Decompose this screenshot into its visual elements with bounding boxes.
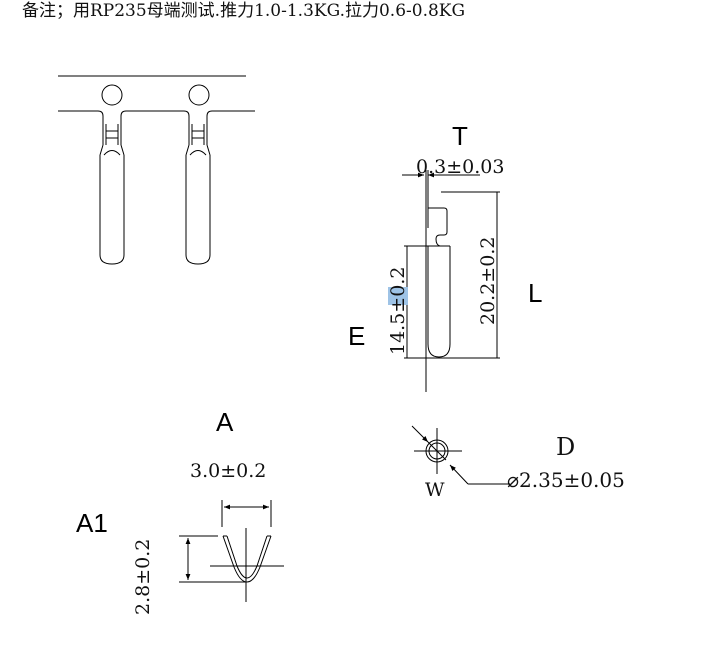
- strip-view: [58, 75, 255, 265]
- a-label: A: [216, 407, 234, 437]
- w-label: W: [425, 479, 445, 501]
- a-width-dimension: 3.0±0.2: [190, 460, 266, 482]
- terminal-left: [99, 124, 125, 265]
- l-label: L: [528, 278, 542, 308]
- text-selection-highlight: [388, 287, 408, 305]
- e-label: E: [348, 321, 365, 351]
- terminal-right: [185, 124, 211, 265]
- l-dimension: 20.2±0.2: [477, 237, 499, 325]
- e-dimension: 14.5±0.2: [387, 267, 409, 355]
- d-label: D: [556, 433, 575, 461]
- note-text: 备注；用RP235母端测试.推力1.0-1.3KG.拉力0.6-0.8KG: [22, 1, 466, 21]
- a1-height-dimension: 2.8±0.2: [132, 539, 154, 615]
- d-diameter-dimension: ⌀2.35±0.05: [507, 468, 625, 492]
- section-a-view: A 3.0±0.2 A1 2.8±0.2: [76, 407, 284, 615]
- section-d-view: D ⌀2.35±0.05 W: [411, 425, 625, 501]
- side-view: T 0.3±0.03 L 20.2±0.2: [348, 121, 542, 392]
- t-label: T: [452, 121, 468, 151]
- t-dimension: 0.3±0.03: [416, 156, 504, 178]
- a1-label: A1: [76, 508, 108, 538]
